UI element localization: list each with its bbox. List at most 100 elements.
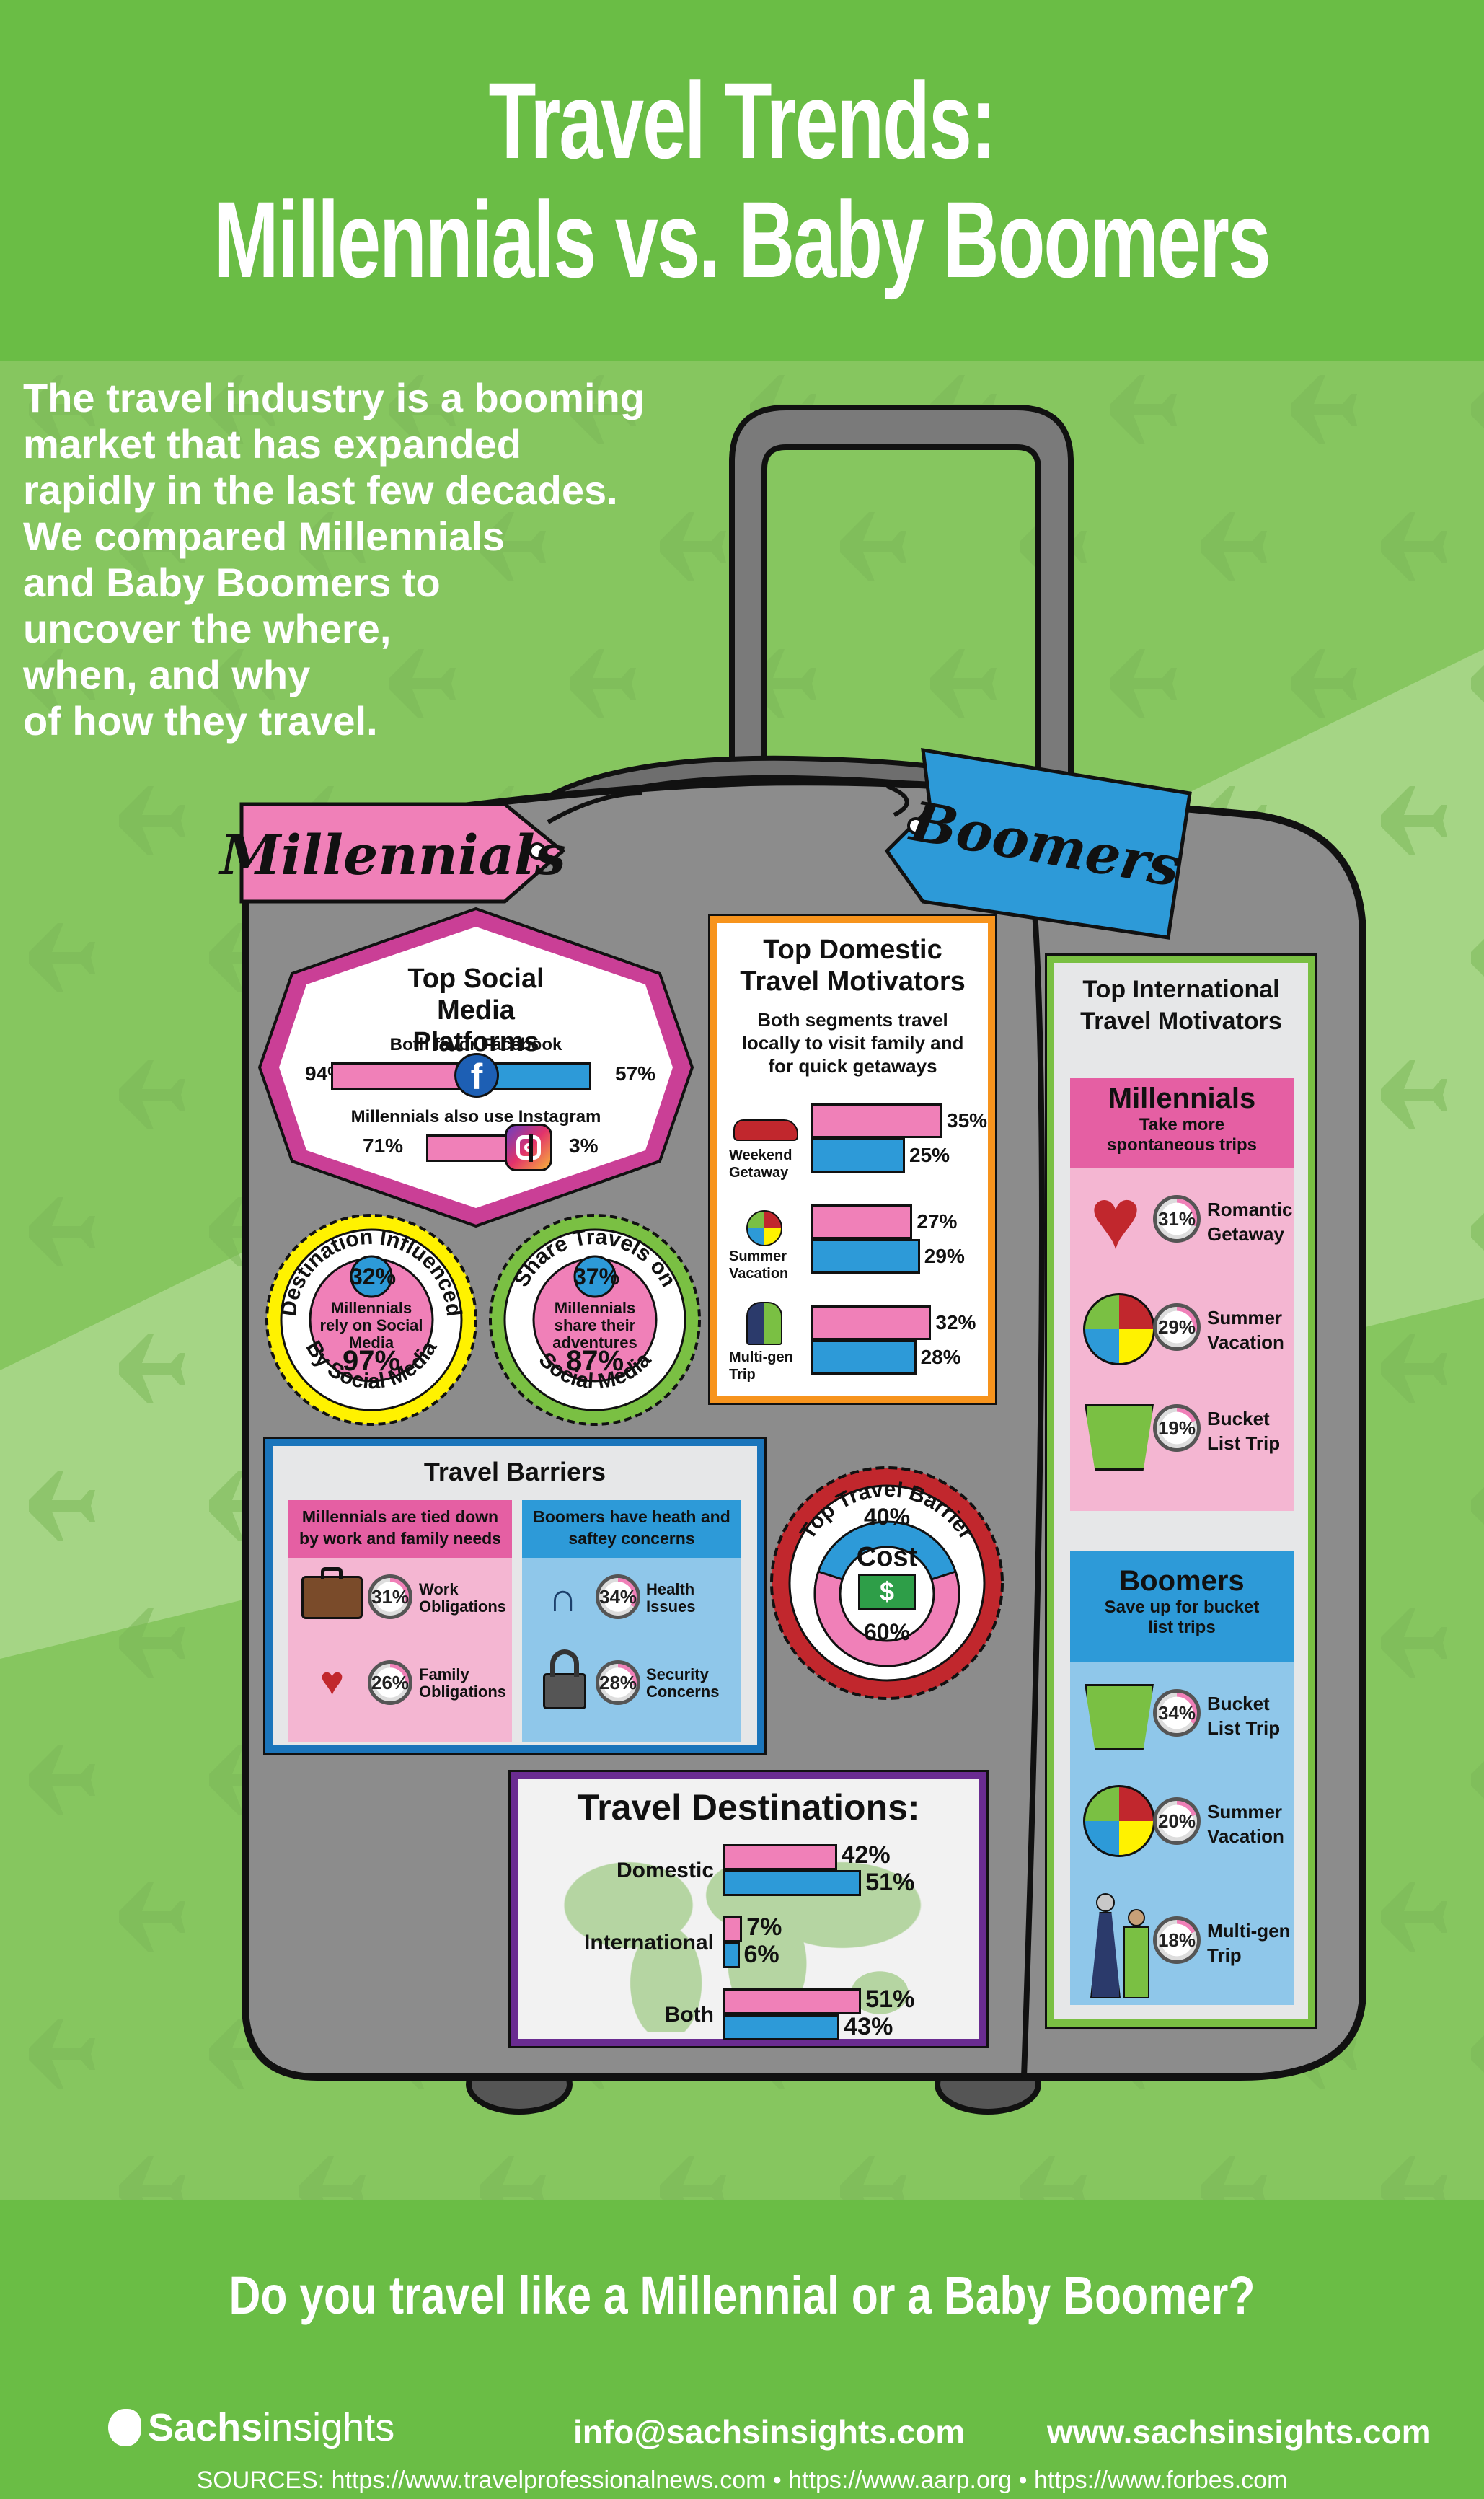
plane-icon bbox=[1381, 1882, 1447, 1952]
top-barrier-boomers-pct: 40% bbox=[863, 1504, 911, 1530]
domestic-boomers-pct: 25% bbox=[909, 1144, 950, 1166]
intl-millennials-heading: Millennials bbox=[1108, 1083, 1256, 1114]
intro-line: and Baby Boomers to bbox=[23, 560, 441, 605]
destination-caption: Millennials rely on Social Media bbox=[319, 1299, 423, 1352]
intl-boomers-header: Boomers Save up for bucket list trips bbox=[1070, 1551, 1294, 1662]
domestic-boomers-bar bbox=[811, 1239, 920, 1274]
domestic-boomers-bar bbox=[811, 1340, 917, 1375]
instagram-boomers-pct: 3% bbox=[569, 1134, 599, 1157]
briefcase-handle-icon bbox=[321, 1567, 343, 1579]
footer-banner bbox=[0, 2200, 1484, 2499]
plane-icon bbox=[29, 649, 95, 718]
intl-millennials-sub: Take more spontaneous trips bbox=[1106, 1115, 1258, 1155]
destination-millennials-bar bbox=[723, 1844, 837, 1870]
millennials-tag-label: Millennials bbox=[220, 822, 566, 887]
car-icon bbox=[733, 1119, 798, 1141]
share-boomers-pct: 37% bbox=[573, 1264, 620, 1290]
footer-sources: SOURCES: https://www.travelprofessionaln… bbox=[196, 2467, 1288, 2494]
plane-icon bbox=[29, 1471, 95, 1541]
intl-boomers-heading: Boomers bbox=[1119, 1565, 1245, 1597]
brand-light: insights bbox=[262, 2406, 395, 2449]
health-issues-label: Health Issues bbox=[646, 1580, 696, 1616]
footer-website-link[interactable]: www.sachsinsights.com bbox=[1047, 2413, 1431, 2451]
domestic-millennials-pct: 27% bbox=[917, 1210, 958, 1233]
footer-question: Do you travel like a Millennial or a Bab… bbox=[229, 2265, 1255, 2325]
barriers-boomers-heading: Boomers have heath and saftey concerns bbox=[522, 1500, 741, 1558]
plane-icon bbox=[29, 923, 95, 992]
destination-millennials-pct: 7% bbox=[746, 1913, 782, 1941]
plane-icon bbox=[660, 512, 726, 581]
domestic-motivators-panel: Top Domestic Travel Motivators Both segm… bbox=[708, 914, 997, 1405]
intro-line: rapidly in the last few decades. bbox=[23, 467, 618, 513]
header-banner: Travel Trends: Millennials vs. Baby Boom… bbox=[0, 0, 1484, 361]
health-issues-donut: 34% bbox=[596, 1574, 640, 1619]
plane-icon bbox=[1471, 1213, 1484, 1251]
family-obligations-label: Family Obligations bbox=[419, 1665, 506, 1701]
plane-icon bbox=[209, 375, 275, 444]
heart-icon: ♥ bbox=[1090, 1171, 1141, 1267]
destination-millennials-pct: 42% bbox=[841, 1841, 891, 1869]
plane-icon bbox=[119, 1060, 185, 1129]
plane-icon bbox=[119, 1334, 185, 1403]
destination-millennials-pct: 97% bbox=[342, 1345, 401, 1377]
domestic-title: Top Domestic Travel Motivators bbox=[740, 935, 966, 997]
domestic-boomers-pct: 28% bbox=[920, 1346, 961, 1368]
beach-ball-icon bbox=[1083, 1785, 1155, 1857]
destination-item-label: Domestic bbox=[616, 1859, 714, 1882]
plane-icon bbox=[119, 1608, 185, 1678]
plane-icon bbox=[119, 1882, 185, 1952]
plane-icon bbox=[1471, 2035, 1484, 2073]
plane-icon bbox=[1110, 649, 1177, 718]
intro-line: We compared Millennials bbox=[23, 514, 505, 559]
intro-line: The travel industry is a booming bbox=[23, 375, 645, 420]
plane-icon bbox=[1291, 375, 1357, 444]
padlock-icon bbox=[543, 1673, 586, 1709]
destination-millennials-bar bbox=[723, 1988, 862, 2014]
destinations-title: Travel Destinations: bbox=[577, 1787, 920, 1828]
domestic-millennials-bar bbox=[811, 1305, 932, 1340]
plane-icon bbox=[930, 649, 997, 718]
plane-icon bbox=[209, 2019, 275, 2089]
plane-icon bbox=[1471, 939, 1484, 977]
share-travels-badge: Share Travels on Social Media bbox=[489, 1214, 701, 1426]
plane-icon bbox=[1381, 786, 1447, 855]
destination-boomers-pct: 32% bbox=[350, 1264, 397, 1290]
romantic-getaway-label: Romantic Getaway bbox=[1207, 1199, 1293, 1245]
boomer-bucket-list-label: Bucket List Trip bbox=[1207, 1693, 1281, 1739]
domestic-millennials-bar bbox=[811, 1103, 942, 1138]
plane-icon bbox=[1471, 391, 1484, 428]
boomer-bucket-list-donut: 34% bbox=[1153, 1689, 1201, 1737]
intro-line: uncover the where, bbox=[23, 606, 392, 651]
travel-barriers-panel: Travel Barriers Millennials are tied dow… bbox=[263, 1437, 767, 1755]
briefcase-icon bbox=[301, 1576, 363, 1619]
plane-icon bbox=[389, 649, 456, 718]
bucket-icon bbox=[1085, 1684, 1154, 1750]
destination-influenced-badge: Destination Influenced By Social Media bbox=[265, 1214, 477, 1426]
intro-paragraph: The travel industry is a booming market … bbox=[23, 375, 730, 744]
family-icon bbox=[1090, 1893, 1155, 2001]
footer-email-link[interactable]: info@sachsinsights.com bbox=[573, 2413, 966, 2451]
boomer-summer-vacation-label: Summer Vacation bbox=[1207, 1801, 1284, 1847]
plane-icon bbox=[480, 512, 546, 581]
plane-icon bbox=[1381, 512, 1447, 581]
heart-hands-icon: ♥ bbox=[319, 1657, 345, 1704]
plane-icon bbox=[1471, 1487, 1484, 1525]
instagram-boomers-bar bbox=[529, 1134, 533, 1162]
domestic-millennials-pct: 35% bbox=[947, 1109, 988, 1132]
instagram-caption: Millennials also use Instagram bbox=[350, 1107, 601, 1127]
brand-logo: Sachsinsights bbox=[148, 2405, 394, 2450]
family-obligations-donut: 26% bbox=[368, 1660, 412, 1705]
destination-boomers-pct: 51% bbox=[865, 1869, 915, 1896]
domestic-subtitle: Both segments travel locally to visit fa… bbox=[741, 1009, 964, 1077]
destination-item-label: International bbox=[583, 1931, 714, 1954]
plane-icon bbox=[299, 512, 366, 581]
brand-bold: Sachs bbox=[148, 2406, 263, 2449]
bucket-icon bbox=[1085, 1404, 1154, 1471]
beach-ball-icon bbox=[746, 1210, 782, 1246]
domestic-item-label: Weekend Getaway bbox=[729, 1147, 792, 1181]
domestic-millennials-pct: 32% bbox=[935, 1311, 976, 1334]
barriers-millennials-heading: Millennials are tied down by work and fa… bbox=[288, 1500, 512, 1558]
destination-millennials-bar bbox=[723, 1916, 743, 1942]
facebook-boomers-pct: 57% bbox=[615, 1062, 656, 1085]
